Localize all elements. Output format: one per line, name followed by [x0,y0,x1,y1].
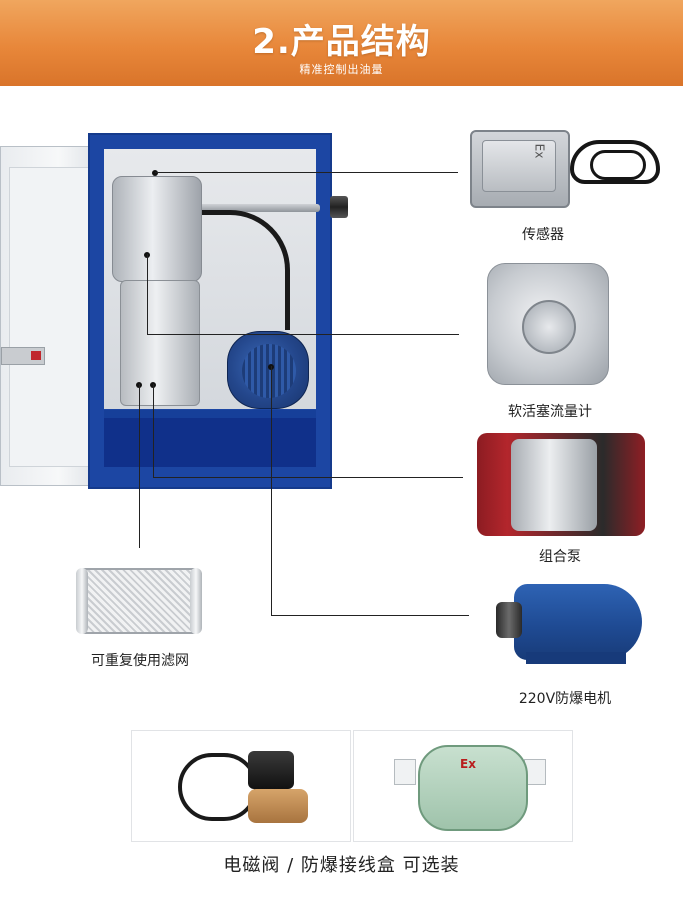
door-indicator [31,351,41,360]
flow-meter-flange [522,300,576,354]
optional-accessories-caption: 电磁阀 / 防爆接线盒 可选装 [223,855,460,876]
callout-line-filter [139,384,140,548]
filter-cap-left [76,568,88,634]
section-title: 2.产品结构 [252,22,431,62]
junction-ex-mark: Ex [460,757,476,771]
callout-line-pump-v [153,384,154,478]
motor-assembly [227,331,309,409]
junction-port-left [394,759,416,785]
junction-box-image: Ex [418,745,528,831]
door-panel [9,167,89,467]
cabinet-door [0,146,98,486]
callout-dot-sensor [152,170,158,176]
label-motor: 220V防爆电机 [518,691,612,707]
label-combination-pump: 组合泵 [539,549,581,565]
solenoid-valve-box [131,730,351,842]
junction-box-box: Ex [353,730,573,842]
callout-line-pump-h [153,477,463,478]
callout-line-motor-v [271,366,272,616]
valve-body [248,789,308,823]
callout-line-motor-h [271,615,469,616]
label-filter: 可重复使用滤网 [91,653,189,669]
combination-pump-image [477,433,645,536]
header-banner: 2.产品结构 精准控制出油量 [0,0,683,86]
valve-cable [178,753,258,821]
sensor-cable [570,140,660,184]
callout-line-sensor [155,172,458,173]
outlet-pipe [330,196,348,218]
label-flow-meter: 软活塞流量计 [508,404,592,420]
motor-mount [526,652,626,664]
pump-assembly [120,280,200,406]
motor-pulley [496,602,522,638]
sensor-cable-coil [590,150,646,180]
section-subtitle: 精准控制出油量 [299,63,384,76]
cabinet-base [104,415,316,467]
flow-meter-assembly [112,176,202,282]
hose [190,210,290,330]
explosion-proof-motor-image [496,582,644,668]
motor-fan-grill [242,344,296,398]
sensor-ex-mark: Ex [532,143,547,159]
filter-cap-right [190,568,202,634]
valve-coil [248,751,294,789]
combination-pump-body [511,439,597,531]
flow-meter-image [487,263,609,385]
cabinet-shelf [104,410,316,418]
sensor-image: Ex [470,130,570,208]
label-sensor: 传感器 [522,227,564,243]
motor-housing [514,584,642,660]
callout-line-meter-h [147,334,459,335]
sensor-lid [482,140,556,192]
callout-line-meter-v [147,254,148,334]
filter-image [76,568,202,634]
top-rail [180,204,320,212]
